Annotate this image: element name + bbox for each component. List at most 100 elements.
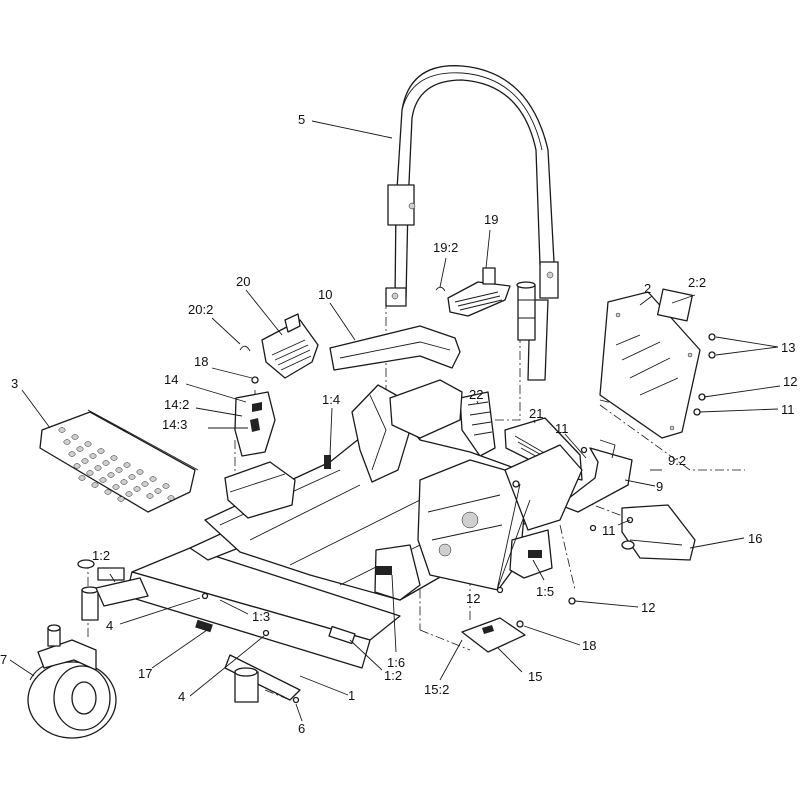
callout-19: 19: [484, 212, 498, 227]
callout-1-5: 1:5: [536, 584, 554, 599]
foot-plate-hole: [91, 482, 99, 488]
callout-10: 10: [318, 287, 332, 302]
step-bracket-9: [559, 439, 633, 513]
foot-plate-hole: [133, 486, 141, 492]
callout-2: 2: [644, 281, 651, 296]
canister: [516, 281, 536, 341]
clip-19-2: [435, 286, 446, 292]
callout-11-right: 11: [781, 402, 795, 417]
main-frame-1: [125, 379, 583, 703]
foot-plate-hole: [123, 462, 131, 468]
callout-12-mid: 12: [466, 591, 480, 606]
foot-plate-hole: [112, 484, 120, 490]
foot-plate-hole: [86, 470, 94, 476]
callout-9: 9: [656, 479, 663, 494]
console-bracket-20: [261, 313, 319, 379]
foot-plate-hole: [115, 467, 123, 473]
callout-4-bottom: 4: [178, 689, 185, 704]
control-plate-14: [234, 391, 276, 457]
foot-plate-hole: [63, 439, 71, 445]
foot-plate-hole: [125, 491, 133, 497]
foot-plate-hole: [81, 458, 89, 464]
foot-plate-hole: [78, 475, 86, 481]
callout-6: 6: [298, 721, 305, 736]
foot-plate-hole: [71, 434, 79, 440]
callout-3: 3: [11, 376, 18, 391]
foot-plate-hole: [107, 472, 115, 478]
foot-plate-hole: [89, 453, 97, 459]
plate-15: [461, 617, 526, 653]
cover-16: [621, 504, 696, 561]
callout-1-2-left: 1:2: [92, 548, 110, 563]
foot-plate-hole: [110, 455, 118, 461]
callout-1-6: 1:6: [387, 655, 405, 670]
foot-plate-hole: [167, 495, 175, 501]
callout-1-4: 1:4: [322, 392, 340, 407]
foot-plate-hole: [162, 483, 170, 489]
callout-15: 15: [528, 669, 542, 684]
foot-plate-3: [39, 409, 199, 513]
foot-plate-hole: [68, 451, 76, 457]
callout-12-lower: 12: [641, 600, 655, 615]
shield-panel-2: [599, 291, 701, 439]
foot-plate-hole: [84, 441, 92, 447]
foot-plate-hole: [97, 448, 105, 454]
callout-21: 21: [529, 406, 543, 421]
callout-19-2: 19:2: [433, 240, 458, 255]
foot-plate-hole: [73, 463, 81, 469]
foot-plate-hole: [117, 496, 125, 502]
callout-22: 22: [469, 387, 483, 402]
callout-12-right: 12: [783, 374, 797, 389]
callout-14: 14: [164, 372, 178, 387]
foot-plate-hole: [136, 469, 144, 475]
callout-20-2: 20:2: [188, 302, 213, 317]
screw-18b: [516, 620, 524, 628]
bearing-bracket: [95, 577, 149, 607]
callout-14-3: 14:3: [162, 417, 187, 432]
caster-wheel-7: [27, 559, 117, 739]
decal-1-2-front: [328, 625, 356, 645]
screw-18: [251, 376, 259, 384]
decal-1-4: [324, 455, 331, 469]
foot-plate-hole: [149, 476, 157, 482]
foot-plate-hole: [94, 465, 102, 471]
callout-5: 5: [298, 112, 305, 127]
cover-strip-10: [329, 325, 461, 371]
decal-1-2-left: [97, 567, 125, 581]
foot-plate-hole: [58, 427, 66, 433]
foot-plate-hole: [120, 479, 128, 485]
foot-plate-hole: [102, 460, 110, 466]
callout-9-2: 9:2: [668, 453, 686, 468]
bracket-19: [447, 267, 511, 317]
callout-1: 1: [348, 688, 355, 703]
foot-plate-hole: [146, 493, 154, 499]
hardware-13-12-11: [693, 333, 716, 416]
callout-11-mid: 11: [555, 421, 569, 436]
callout-14-2: 14:2: [164, 397, 189, 412]
callout-20: 20: [236, 274, 250, 289]
callout-1-3: 1:3: [252, 609, 270, 624]
foot-plate-holes: [58, 427, 175, 502]
leader-lines: [9, 120, 781, 722]
decal-1-5: [528, 550, 542, 558]
clip-20-2: [239, 345, 251, 352]
callout-1-2-bottom: 1:2: [384, 668, 402, 683]
small-hardware: [201, 446, 634, 704]
decal-2-2: [656, 288, 694, 322]
callout-16: 16: [748, 531, 762, 546]
callout-13: 13: [781, 340, 795, 355]
foot-plate-hole: [154, 488, 162, 494]
foot-plate-hole: [128, 474, 136, 480]
callout-4-top: 4: [106, 618, 113, 633]
decal-1-6: [376, 566, 392, 575]
foot-plate-hole: [99, 477, 107, 483]
foot-plate-hole: [76, 446, 84, 452]
callout-11-lower: 11: [602, 523, 616, 538]
callout-7: 7: [0, 652, 7, 667]
foot-plate-hole: [104, 489, 112, 495]
callout-17: 17: [138, 666, 152, 681]
roll-bar: [385, 65, 559, 381]
callout-15-2: 15:2: [424, 682, 449, 697]
